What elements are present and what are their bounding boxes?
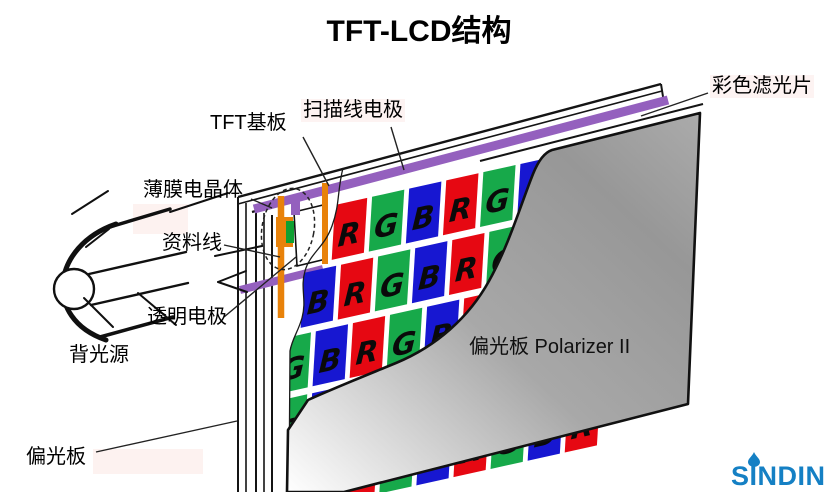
tft-and-data-lines (260, 183, 328, 318)
filter-cell-letter: B (417, 258, 441, 298)
filter-cell-letter: B (318, 341, 342, 381)
label-transparent-electrode: 透明电极 (147, 306, 227, 328)
polarizer-panel (285, 111, 702, 492)
label-polarizer-bottom: 偏光板 (26, 446, 86, 468)
scan-contact-tab (291, 199, 300, 215)
backlight-illustration (52, 190, 263, 343)
filter-cell-letter: G (379, 266, 405, 306)
filter-cell-B (411, 241, 448, 304)
filter-cell-letter: G (484, 182, 510, 222)
label-scan-line-electrode: 扫描线电极 (301, 99, 405, 122)
filter-cell-letter: G (373, 207, 399, 247)
label-tft-substrate: TFT基板 (210, 112, 287, 134)
filter-cell-R (449, 232, 485, 295)
filter-cell-B (300, 265, 337, 328)
filter-cell-B (312, 324, 349, 387)
dashed-highlight-ellipse (260, 187, 316, 271)
filter-cell-letter: R (343, 275, 368, 315)
torn-edge (288, 167, 344, 492)
label-backlight: 背光源 (69, 344, 129, 366)
logo-text: SINDIN (731, 461, 826, 491)
filter-cell-letter: R (454, 250, 479, 290)
filter-cell-letter: G (280, 349, 306, 389)
tft-transistor-channel (286, 221, 294, 243)
label-thin-film-transistor: 薄膜电晶体 (143, 179, 243, 201)
filter-cell-G (368, 189, 405, 252)
label-color-filter: 彩色滤光片 (710, 75, 814, 98)
page-title: TFT-LCD结构 (326, 15, 512, 48)
label-data-line: 资料线 (162, 232, 222, 254)
sindin-logo: SINDIN (731, 452, 837, 491)
filter-cell-G (374, 249, 411, 312)
filter-cell-R (442, 173, 479, 236)
filter-cell-G (480, 165, 516, 228)
filter-cell-G (289, 332, 311, 395)
leader-lines (95, 92, 709, 453)
water-drop-icon (748, 452, 760, 467)
filter-cell-letter: B (411, 199, 435, 239)
filter-cell-letter: R (355, 333, 380, 373)
filter-cell-B (405, 181, 442, 244)
label-polarizer-front: 偏光板 Polarizer II (469, 336, 631, 358)
light-rays (71, 190, 263, 328)
filter-cell-R (349, 316, 386, 379)
filter-cell-R (331, 197, 368, 260)
filter-cell-R (337, 257, 374, 320)
filter-cell-letter: R (448, 190, 473, 230)
filter-cell-letter: R (337, 215, 362, 255)
highlight-patch (93, 449, 203, 474)
filter-cell-letter: B (306, 283, 330, 323)
